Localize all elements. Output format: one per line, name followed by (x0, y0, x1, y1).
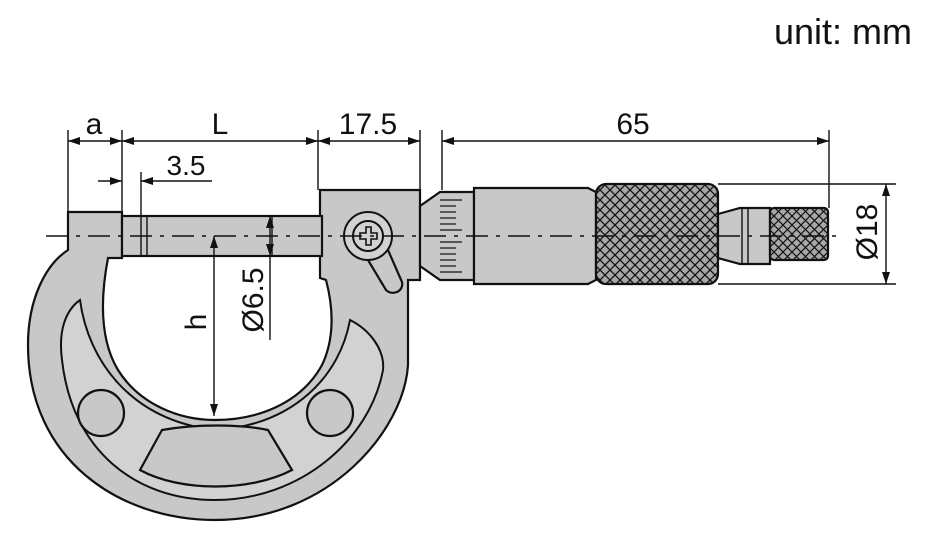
dim-phi-6-5-label: Ø6.5 (237, 267, 270, 332)
dimension-top (67, 130, 830, 212)
dim-h-label: h (180, 314, 213, 331)
dim-17-5-label: 17.5 (339, 108, 397, 141)
unit-label: unit: mm (774, 11, 912, 52)
dim-a-label: a (86, 108, 103, 141)
thimble-assembly (418, 182, 830, 286)
frame-hole-left (76, 388, 126, 438)
ratchet-knob (768, 206, 830, 262)
frame-hole-right (305, 388, 355, 438)
dim-phi-18-label: Ø18 (851, 204, 884, 261)
dim-L-label: L (212, 108, 229, 141)
dimension-3-5 (98, 172, 212, 216)
dimension-phi-18 (718, 183, 896, 285)
knurled-grip (594, 182, 720, 286)
insulator-band (60, 298, 385, 502)
dim-3-5-label: 3.5 (167, 150, 206, 181)
frame-window (138, 424, 294, 488)
lock-lever (343, 211, 404, 294)
thimble-graduations (440, 199, 462, 273)
dimension-h (210, 236, 218, 416)
frame (26, 188, 422, 522)
dim-65-label: 65 (616, 108, 649, 141)
dimension-phi-6-5 (266, 216, 274, 340)
